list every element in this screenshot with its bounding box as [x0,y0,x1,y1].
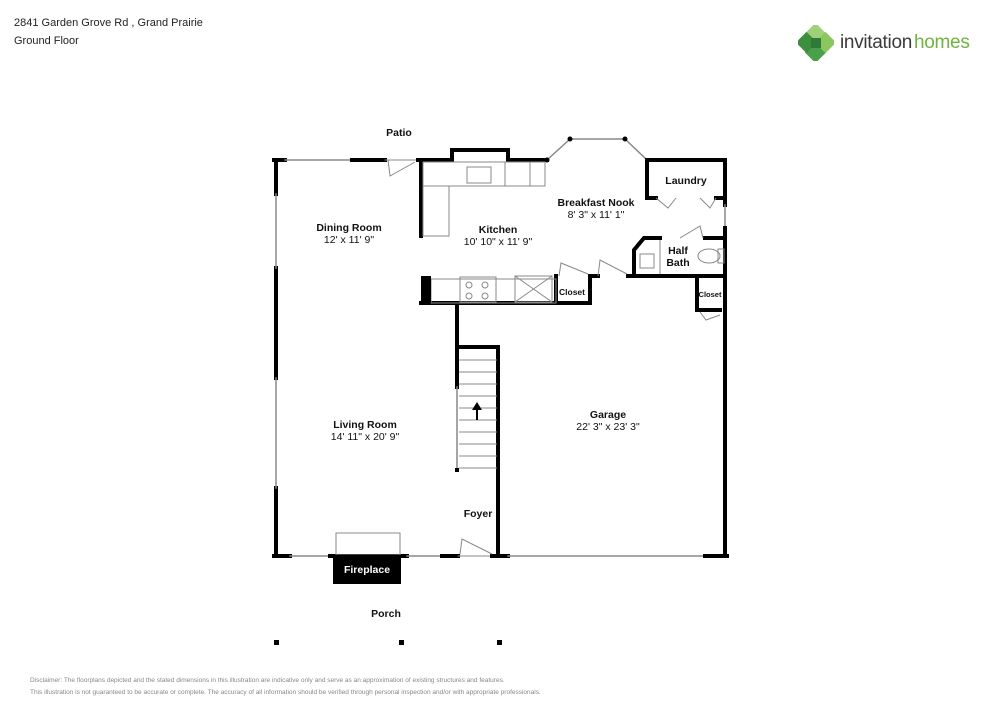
room-closet-kitchen: Closet [559,287,585,297]
floor-name: Ground Floor [14,35,79,47]
room-laundry: Laundry [665,175,707,187]
fireplace: Fireplace [333,555,401,584]
room-patio: Patio [386,127,412,139]
room-foyer: Foyer [463,508,493,520]
disclaimer: Disclaimer: The floorplans depicted and … [30,675,541,699]
header: 2841 Garden Grove Rd , Grand Prairie Gro… [14,14,203,50]
room-closet-garage: Closet [698,290,722,299]
disclaimer-line-1: Disclaimer: The floorplans depicted and … [30,677,505,684]
address: 2841 Garden Grove Rd , Grand Prairie [14,17,203,29]
disclaimer-line-2: This illustration is not guaranteed to b… [30,689,541,696]
clover-diamond-icon [798,25,834,61]
room-porch: Porch [371,608,401,620]
